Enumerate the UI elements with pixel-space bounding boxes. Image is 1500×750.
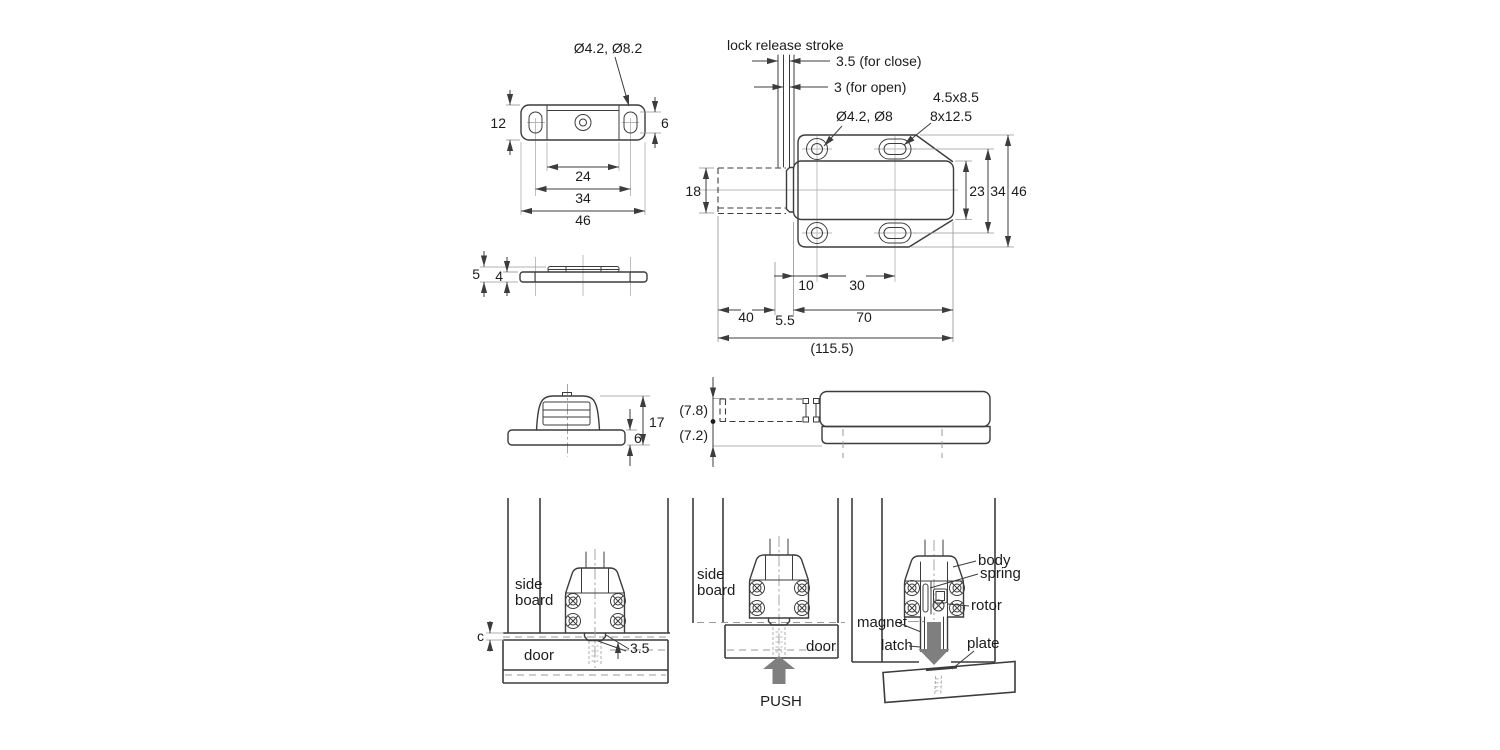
screws-push-view xyxy=(749,580,810,616)
latch-eject-arrow-icon xyxy=(918,622,950,665)
strike-hole-size-label: Ø4.2, Ø8.2 xyxy=(574,40,643,56)
body-dim-18: 18 xyxy=(685,183,701,199)
body-dim-30: 30 xyxy=(849,277,865,293)
side-dim-7-8: (7.8) xyxy=(679,402,708,418)
body-slot-outer-label: 8x12.5 xyxy=(930,108,972,124)
body-dim-40: 40 xyxy=(738,309,754,325)
body-hole-size-label: Ø4.2, Ø8 xyxy=(836,108,893,124)
closed-dim-c: c xyxy=(477,628,484,644)
push-label: PUSH xyxy=(760,693,802,710)
view-install-open: body spring rotor magnet latch plate xyxy=(851,498,1021,704)
view-install-push: side board door PUSH xyxy=(692,498,845,710)
body-dim-5-5: 5.5 xyxy=(775,312,795,328)
front-dim-6: 6 xyxy=(634,430,642,446)
strike-dim-34: 34 xyxy=(575,190,591,206)
open-magnet-label: magnet xyxy=(857,614,908,631)
open-spring-label: spring xyxy=(980,565,1021,582)
strike-dim-24: 24 xyxy=(575,168,591,184)
body-dim-70: 70 xyxy=(856,309,872,325)
stroke-close-label: 3.5 (for close) xyxy=(836,53,922,69)
view-strike-plate-side: 5 4 xyxy=(472,251,648,297)
view-body-front: 17 6 xyxy=(507,384,665,466)
push-side-board-label-2: board xyxy=(697,582,735,599)
closed-door-label: door xyxy=(524,647,554,664)
body-dim-46: 46 xyxy=(1011,183,1027,199)
screws-closed-view xyxy=(565,593,626,629)
view-strike-plate-front: Ø4.2, Ø8.2 12 6 24 34 46 xyxy=(490,40,669,228)
stroke-open-label: 3 (for open) xyxy=(834,79,906,95)
side-dim-7-2: (7.2) xyxy=(679,427,708,443)
body-dim-10: 10 xyxy=(798,277,814,293)
push-door-label: door xyxy=(806,638,836,655)
open-plate-label: plate xyxy=(967,635,1000,652)
strike-dim-12: 12 xyxy=(490,115,506,131)
strike-side-dim-4: 4 xyxy=(495,268,503,284)
stroke-title: lock release stroke xyxy=(727,37,844,53)
closed-side-board-label-1: side xyxy=(515,576,543,593)
push-arrow-icon xyxy=(763,656,795,684)
open-body-label: body xyxy=(978,552,1011,569)
closed-side-board-label-2: board xyxy=(515,592,553,609)
body-slot-inner-label: 4.5x8.5 xyxy=(933,89,979,105)
strike-dim-46: 46 xyxy=(575,212,591,228)
body-dim-23: 23 xyxy=(969,183,985,199)
strike-dim-6: 6 xyxy=(661,115,669,131)
front-dim-17: 17 xyxy=(649,414,665,430)
closed-dim-3-5: 3.5 xyxy=(630,640,650,656)
push-side-board-label-1: side xyxy=(697,566,725,583)
view-body-side: (7.8) (7.2) xyxy=(679,377,991,467)
view-body-top: lock release stroke 3.5 (for close) 3 (f… xyxy=(685,37,1027,356)
open-rotor-label: rotor xyxy=(971,597,1002,614)
screws-open-view xyxy=(904,580,965,616)
body-dim-34: 34 xyxy=(990,183,1006,199)
body-dim-115-5: (115.5) xyxy=(810,340,853,356)
view-install-closed: side board door c 3.5 xyxy=(477,498,670,684)
open-latch-label: latch xyxy=(881,637,913,654)
strike-side-dim-5: 5 xyxy=(472,266,480,282)
